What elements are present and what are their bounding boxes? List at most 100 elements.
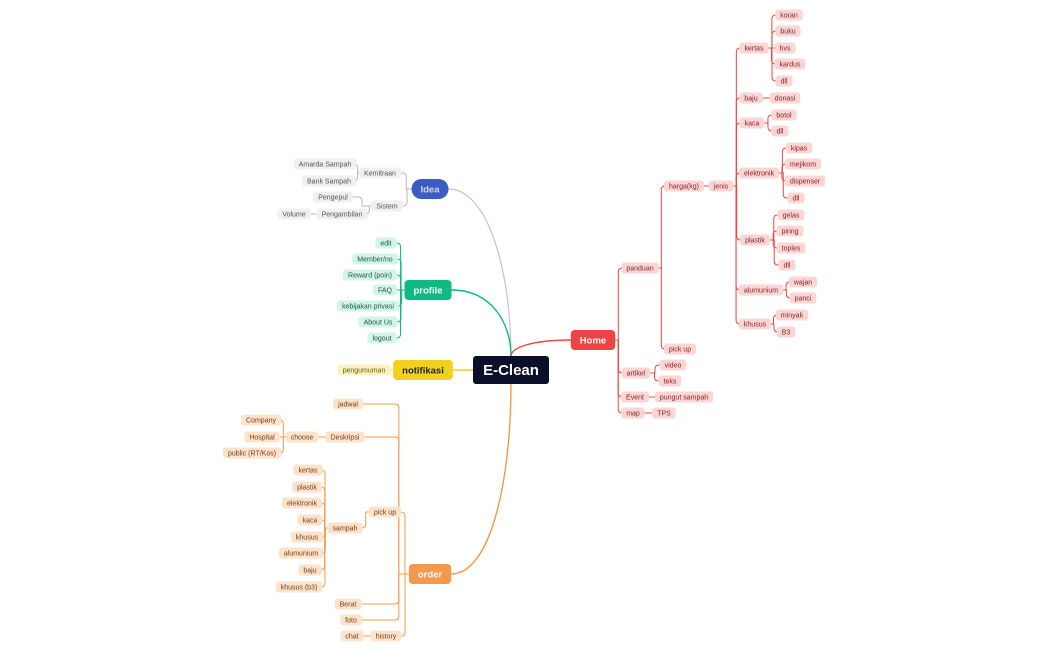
node-map[interactable]: map [621,407,645,419]
node-tps[interactable]: TPS [652,407,676,419]
node-halum[interactable]: alumunium [738,284,784,296]
node-kt1[interactable]: buku [775,25,801,37]
node-sam4[interactable]: khusus [290,531,324,543]
node-video[interactable]: video [659,359,687,371]
node-idea[interactable]: Idea [411,179,449,199]
node-el3[interactable]: dll [787,192,805,204]
node-helek[interactable]: elektronik [739,167,779,179]
node-public[interactable]: public (RT/Kos) [222,447,282,459]
node-al1[interactable]: panci [789,292,817,304]
mindmap-edges [279,14,791,637]
node-hplastik[interactable]: plastik [740,234,770,246]
node-foto[interactable]: foto [340,614,362,626]
node-hpickup[interactable]: pick up [663,343,697,355]
node-root[interactable]: E-Clean [473,356,549,384]
node-el2[interactable]: dispenser [784,175,826,187]
node-hkhusus[interactable]: khusus [738,318,772,330]
node-kc0[interactable]: botol [771,109,797,121]
node-box-prof4 [337,300,399,312]
node-label-bank: Bank Sampah [307,179,351,186]
node-prof0[interactable]: edit [375,237,397,249]
node-label-hplastik: plastik [745,238,765,245]
node-panduan[interactable]: panduan [621,262,659,274]
node-box-prof0 [375,237,397,249]
edge-teks [650,372,659,382]
node-order[interactable]: order [408,564,452,584]
node-choose[interactable]: choose [285,431,319,443]
node-prof6[interactable]: logout [367,332,397,344]
node-pl2[interactable]: toples [776,242,806,254]
node-home[interactable]: Home [570,330,616,350]
node-prof1[interactable]: Member/no [352,253,398,265]
node-harga[interactable]: harga(kg) [664,180,704,192]
node-jadwal[interactable]: jadwal [333,398,363,410]
node-pengambilan[interactable]: Pengambilan [316,208,368,220]
node-berat[interactable]: Berat [334,598,362,610]
node-opickup[interactable]: pick up [368,506,402,518]
node-sam3[interactable]: kaca [297,514,323,526]
node-kt0[interactable]: koran [775,9,803,21]
node-hkertas[interactable]: kertas [739,42,769,54]
node-pl3[interactable]: dll [778,259,796,271]
node-profile[interactable]: profile [404,280,452,300]
edge-sistem [402,188,412,207]
node-box-pengambilan [316,208,368,220]
node-label-sam0: kertas [298,468,318,475]
node-pengumuman[interactable]: pengumuman [337,364,391,376]
node-sam6[interactable]: baju [298,564,322,576]
node-hbaju[interactable]: baju [739,92,763,104]
node-box-hkertas [739,42,769,54]
node-teks[interactable]: teks [658,375,682,387]
node-al0[interactable]: wajan [788,276,818,288]
node-notif[interactable]: notifikasi [393,360,453,380]
node-kt4[interactable]: dll [775,75,793,87]
node-sistem[interactable]: Sistem [371,200,403,212]
node-company[interactable]: Company [241,414,281,426]
node-pl1[interactable]: piring [776,225,804,237]
node-label-panduan: panduan [626,266,653,273]
node-label-kh0: minyak [781,313,804,320]
node-hkaca[interactable]: kaca [739,117,765,129]
node-volume[interactable]: Volume [277,208,311,220]
node-label-deskripsi: Deskripsi [331,435,360,442]
node-artikel[interactable]: artikel [621,367,651,379]
node-sam5[interactable]: alumunium [278,547,324,559]
node-box-profile [404,280,452,300]
node-kt2[interactable]: hvs [774,42,796,54]
node-bank[interactable]: Bank Sampah [302,175,356,187]
node-sam2[interactable]: elektronik [282,497,322,509]
node-history[interactable]: history [370,630,402,642]
node-event[interactable]: Event [621,391,649,403]
node-el1[interactable]: mejikom [784,158,822,170]
node-box-idea [411,179,449,199]
node-jenis[interactable]: jenis [708,180,734,192]
node-sam7[interactable]: khusus (b3) [275,581,323,593]
node-deskripsi[interactable]: Deskripsi [325,431,365,443]
node-kh1[interactable]: B3 [776,326,796,338]
node-prof3[interactable]: FAQ [372,284,398,296]
node-chat[interactable]: chat [340,630,364,642]
node-sam0[interactable]: kertas [293,464,323,476]
node-prof2[interactable]: Reward (poin) [343,269,397,281]
node-kh0[interactable]: minyak [775,309,809,321]
node-box-sampah [327,522,363,534]
node-sampah[interactable]: sampah [327,522,363,534]
node-prof4[interactable]: kebijakan privasi [337,300,399,312]
node-pengepul[interactable]: Pengepul [313,191,353,203]
node-box-amarda [293,158,357,170]
mindmap-nodes: E-Clean Idea profile notifikasi order Home Kem… [222,9,826,642]
node-box-root [473,356,549,384]
node-prof5[interactable]: About Us [358,316,398,328]
node-sam1[interactable]: plastik [292,481,322,493]
node-donasi[interactable]: donasi [769,92,801,104]
node-pungut[interactable]: pungut sampah [654,391,714,403]
node-kt3[interactable]: kardus [774,58,806,70]
node-hospital[interactable]: Hospital [244,431,280,443]
node-box-kh0 [775,309,809,321]
node-amarda[interactable]: Amarda Sampah [293,158,357,170]
node-kemitraan[interactable]: Kemitraan [359,167,401,179]
edge-prof2 [396,274,405,291]
node-el0[interactable]: kipas [785,142,813,154]
node-pl0[interactable]: gelas [777,209,805,221]
node-kc1[interactable]: dll [771,125,789,137]
